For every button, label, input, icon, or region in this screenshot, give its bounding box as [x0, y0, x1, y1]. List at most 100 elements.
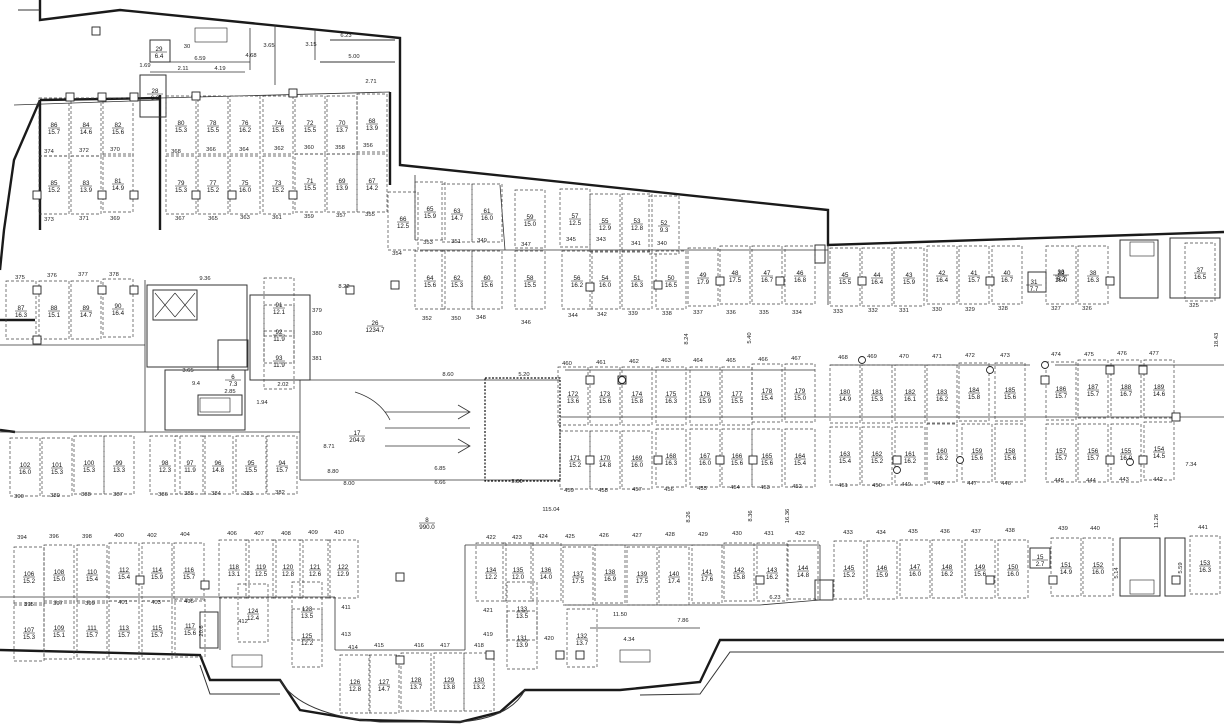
space-number: 156	[1088, 448, 1099, 455]
column-marker	[191, 190, 201, 200]
plan-label: 449	[901, 482, 911, 488]
parking-bay	[833, 540, 865, 600]
space-area: 16.0	[1120, 455, 1133, 462]
space-area: 17.4	[668, 578, 681, 585]
plan-label: 390	[14, 494, 24, 500]
space-number: 65	[427, 206, 434, 213]
parking-bay	[165, 155, 197, 215]
space-area: 15.2	[48, 187, 61, 194]
space-number: 91	[276, 302, 283, 309]
plan-label: 462	[629, 359, 639, 365]
space-number: 183	[937, 389, 948, 396]
parking-bay	[174, 435, 206, 495]
space-number: 141	[702, 569, 713, 576]
parking-bay	[589, 250, 621, 310]
vertical-dimension: 8.26	[686, 511, 692, 522]
plan-label: 379	[312, 308, 322, 314]
plan-label: 454	[730, 485, 740, 491]
space-number: 107	[24, 627, 35, 634]
space-number: 117	[185, 623, 195, 630]
plan-label: 30	[184, 44, 190, 50]
parking-bay	[648, 195, 680, 255]
parking-bay	[561, 250, 593, 310]
space-number: 152	[1093, 562, 1104, 569]
space-number: 47	[764, 270, 771, 277]
space-number: 148	[942, 564, 953, 571]
space-area: 15.7	[86, 632, 99, 639]
space-area: 16.5	[1194, 274, 1207, 281]
plan-label: 7.86	[677, 618, 688, 624]
column-marker	[1171, 412, 1181, 422]
plan-label: 386	[158, 492, 168, 498]
plan-label: 382	[275, 490, 285, 496]
space-area: 12.9	[337, 571, 350, 578]
column-marker	[227, 190, 237, 200]
plan-label: 423	[512, 535, 522, 541]
room-area: 2.7	[1036, 561, 1045, 568]
space-number: 162	[872, 451, 883, 458]
plan-label: 431	[764, 531, 774, 537]
parking-space-label: 529.3	[658, 220, 670, 234]
parking-bay	[514, 250, 546, 310]
parking-bay	[70, 280, 102, 340]
parking-bay	[621, 193, 653, 253]
space-area: 13.7	[336, 127, 349, 134]
parking-bay	[655, 250, 687, 310]
parking-bay	[262, 155, 294, 215]
space-area: 15.7	[276, 467, 289, 474]
parking-bay	[237, 583, 269, 643]
column-marker	[585, 455, 595, 465]
parking-bay	[894, 364, 926, 424]
column-marker	[1138, 365, 1148, 375]
plan-label: 355	[365, 212, 375, 218]
space-area: 17.6	[701, 576, 714, 583]
parking-bay	[1184, 242, 1216, 302]
parking-bay	[174, 598, 206, 658]
parking-bay	[13, 546, 45, 606]
space-area: 13.5	[516, 613, 529, 620]
plan-label: 9.4	[192, 381, 201, 387]
plan-label: 364	[239, 147, 249, 153]
space-area: 9.3	[660, 227, 669, 234]
space-number: 111	[87, 625, 97, 632]
space-area: 15.7	[1055, 455, 1068, 462]
plan-label: 359	[304, 214, 314, 220]
column-marker-round	[618, 376, 626, 384]
space-number: 55	[602, 218, 609, 225]
space-area: 15.7	[151, 632, 164, 639]
parking-bay	[559, 188, 591, 248]
space-area: 16.4	[936, 277, 949, 284]
space-area: 15.6	[599, 398, 612, 405]
space-area: 14.2	[366, 185, 379, 192]
parking-bay	[829, 364, 861, 424]
parking-bays	[5, 93, 1221, 714]
plan-label: 422	[486, 535, 496, 541]
vertical-dimension: 5.40	[747, 332, 753, 343]
plan-label: 4.19	[214, 66, 225, 72]
space-labels: 8615.78414.68215.68515.28313.98114.98015…	[15, 118, 1212, 693]
parking-bay	[594, 544, 626, 604]
parking-bay	[751, 363, 783, 423]
column-marker	[65, 92, 75, 102]
parking-bay	[471, 250, 503, 310]
plan-label: 475	[1084, 352, 1094, 358]
parking-bay	[1050, 537, 1082, 597]
